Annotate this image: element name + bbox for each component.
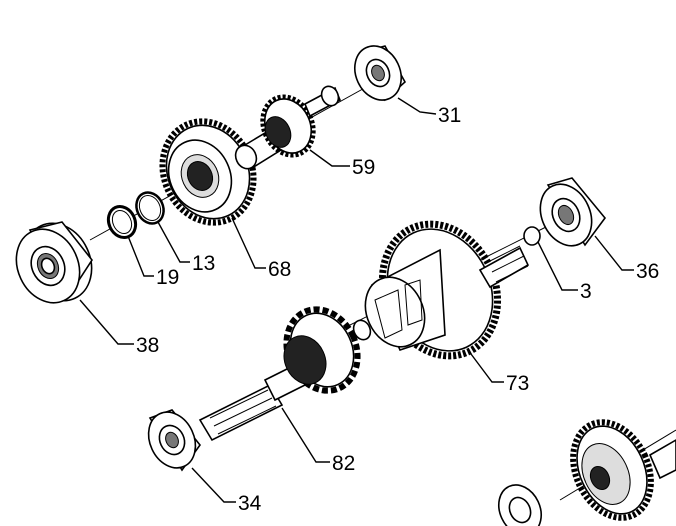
callout-36: 36	[636, 260, 659, 283]
bearing-34	[147, 409, 202, 472]
gear-68	[159, 118, 257, 226]
callout-73: 73	[506, 372, 529, 395]
leader-38	[79, 299, 134, 345]
leader-73	[467, 349, 504, 383]
callout-19: 19	[156, 266, 179, 289]
snap-ring-19	[106, 204, 138, 240]
leader-59	[309, 149, 350, 167]
callout-3: 3	[580, 280, 592, 303]
leader-3	[537, 241, 578, 291]
pinion-shaft-59	[234, 85, 342, 170]
bearing-36	[539, 177, 607, 247]
partial-gear-bottom-right	[498, 419, 676, 526]
leader-31	[397, 97, 437, 115]
leader-36	[594, 235, 634, 271]
leader-34	[191, 467, 236, 503]
ring-gear-73	[364, 220, 530, 360]
ring-13	[135, 191, 165, 225]
leader-13	[157, 221, 190, 263]
callout-13: 13	[192, 252, 215, 275]
callout-31: 31	[438, 104, 461, 127]
leader-19	[127, 235, 154, 277]
leader-82	[281, 407, 330, 463]
leader-68	[231, 217, 266, 269]
bearing-38	[15, 221, 93, 304]
callout-38: 38	[136, 334, 159, 357]
callout-34: 34	[238, 492, 262, 515]
callout-82: 82	[332, 452, 355, 475]
callout-68: 68	[268, 258, 291, 281]
bearing-31	[354, 45, 407, 102]
callout-59: 59	[352, 156, 375, 179]
ball-3	[523, 226, 541, 246]
input-shaft-82	[198, 306, 372, 442]
